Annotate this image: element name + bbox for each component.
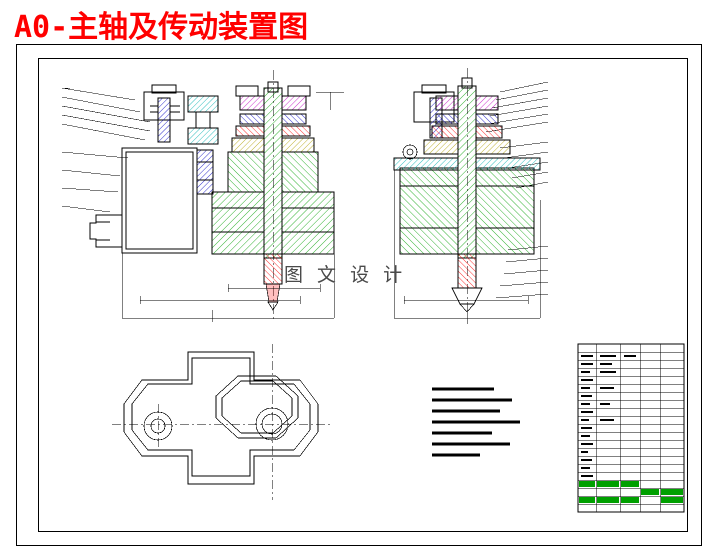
page-title: A0-主轴及传动装置图 [14, 10, 309, 45]
drawing-border [16, 44, 702, 546]
watermark-text: 图 文 设 计 [284, 264, 407, 286]
drawing-inner-border [38, 58, 688, 532]
